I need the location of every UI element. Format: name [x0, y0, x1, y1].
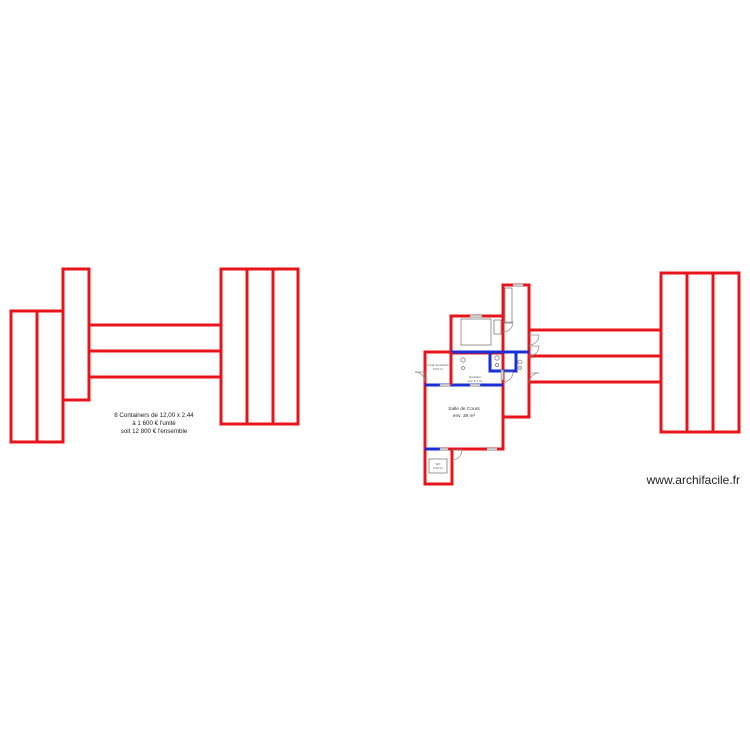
- room-sanitaire-name: Sanitaire: [469, 375, 481, 379]
- window: [512, 283, 524, 287]
- container[interactable]: [219, 267, 249, 426]
- container[interactable]: [271, 267, 300, 426]
- room-salle-name: Salle de Cours: [448, 406, 480, 412]
- window: [486, 447, 498, 451]
- toilet: [494, 355, 500, 361]
- watermark-text: www.archifacile.fr: [646, 473, 740, 487]
- window: [469, 383, 481, 387]
- window: [469, 314, 483, 318]
- container[interactable]: [449, 314, 505, 355]
- container[interactable]: [9, 309, 39, 444]
- central-building: Salle de Cours env. 38 m² Local d'entret…: [414, 283, 540, 486]
- toilet: [495, 363, 499, 367]
- window: [500, 369, 504, 381]
- toilet: [460, 357, 466, 363]
- door[interactable]: [502, 371, 514, 383]
- left-container-group: 8 Containers de 12,00 x 2.44 à 1 600 € l…: [9, 267, 300, 444]
- container[interactable]: [87, 323, 223, 353]
- window: [439, 383, 451, 387]
- room-local-name: Local d'entretien: [427, 363, 449, 367]
- door[interactable]: [502, 321, 514, 333]
- container[interactable]: [87, 349, 223, 379]
- wc-fixture: [428, 458, 448, 474]
- toilet: [461, 366, 465, 370]
- room-wc-name: WC: [436, 462, 442, 466]
- door[interactable]: [414, 371, 426, 383]
- right-container-group: [527, 271, 741, 434]
- window: [439, 447, 449, 451]
- room-salle-area: env. 38 m²: [453, 413, 476, 419]
- container-note-line1: 8 Containers de 12,00 x 2.44: [114, 412, 194, 419]
- door[interactable]: [451, 449, 463, 461]
- door[interactable]: [528, 372, 540, 384]
- container[interactable]: [685, 271, 715, 434]
- toilet: [517, 359, 523, 365]
- container[interactable]: [711, 271, 741, 434]
- container[interactable]: [527, 354, 663, 384]
- container[interactable]: [35, 309, 65, 444]
- container-note-line2: à 1 600 € l'unité: [132, 420, 176, 427]
- container[interactable]: [61, 267, 91, 402]
- container-note-line3: soit 12 800 € l'ensemble: [121, 428, 188, 435]
- container[interactable]: [659, 271, 689, 434]
- kitchen-counter: [504, 287, 513, 324]
- washbasin: [460, 318, 492, 346]
- room-sanitaire-area: env. 5,7 m²: [468, 379, 483, 383]
- door[interactable]: [528, 345, 540, 357]
- container[interactable]: [527, 328, 663, 358]
- room-wc-area: 2,30 m²: [433, 466, 443, 470]
- shower-tray: [493, 319, 502, 335]
- toilet: [518, 366, 522, 370]
- room-local-area: 6,00 m²: [433, 367, 443, 371]
- container[interactable]: [245, 267, 275, 426]
- door[interactable]: [528, 334, 540, 346]
